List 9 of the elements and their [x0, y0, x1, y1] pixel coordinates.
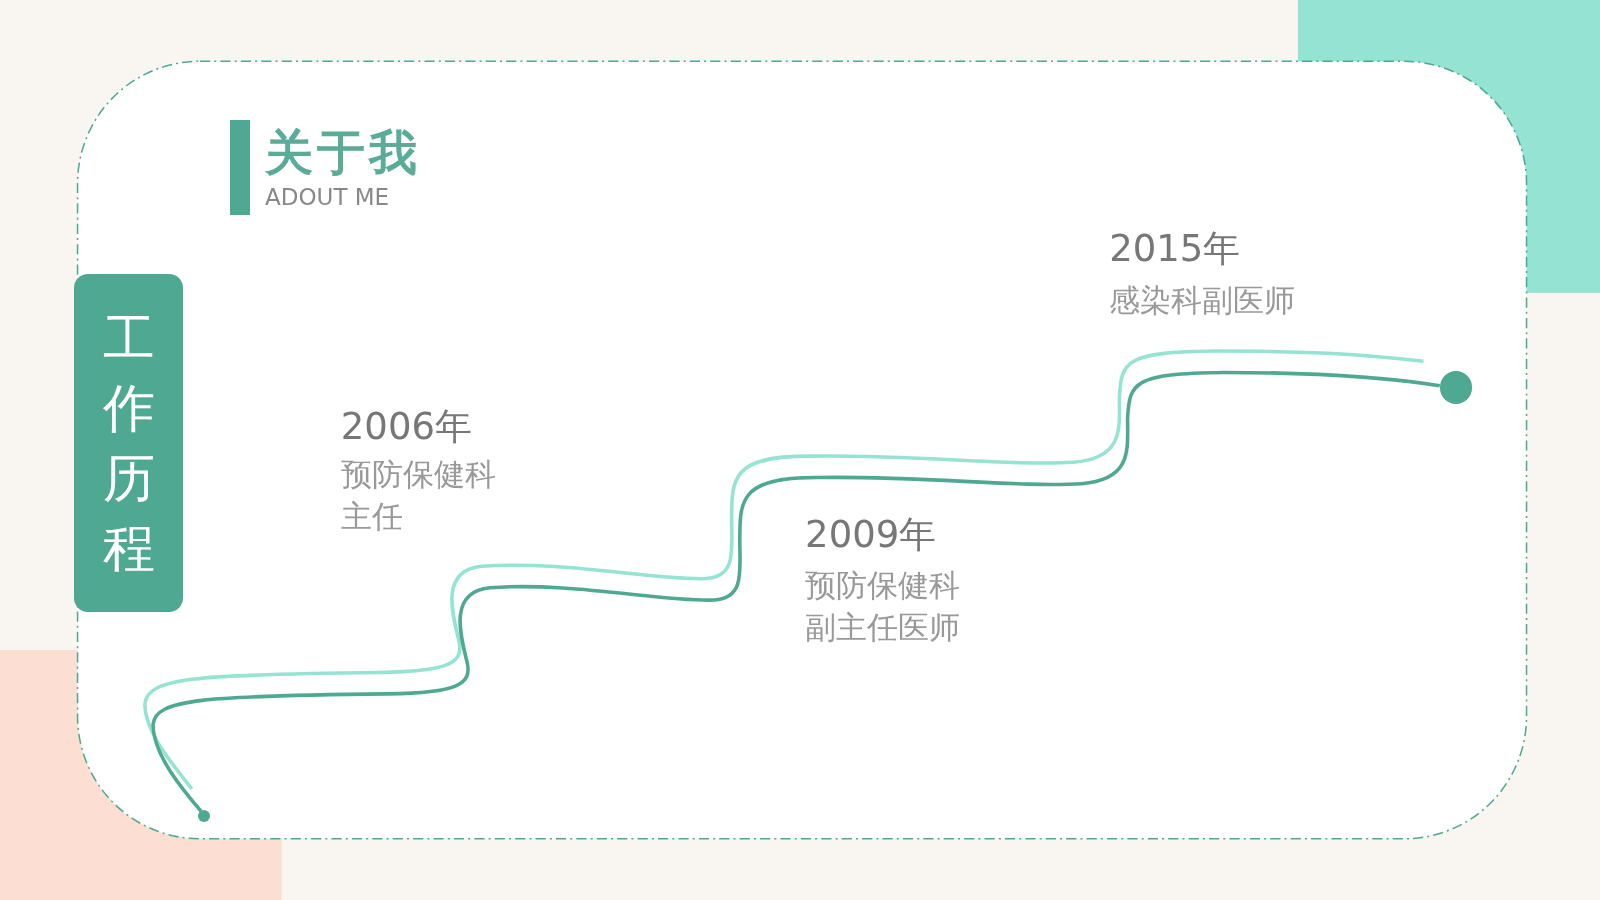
side-tab: 工作历程 [74, 274, 183, 613]
position-text: 预防保健科副主任医师 [805, 566, 962, 648]
year-label: 2015年 [1109, 226, 1241, 273]
year-label: 2009年 [805, 512, 937, 559]
heading: 关于我 [265, 123, 421, 183]
subheading: ADOUT ME [265, 184, 390, 211]
year-label: 2006年 [340, 404, 472, 451]
position-text: 预防保健科主任 [340, 455, 497, 537]
position-text: 感染科副医师 [1109, 280, 1296, 320]
